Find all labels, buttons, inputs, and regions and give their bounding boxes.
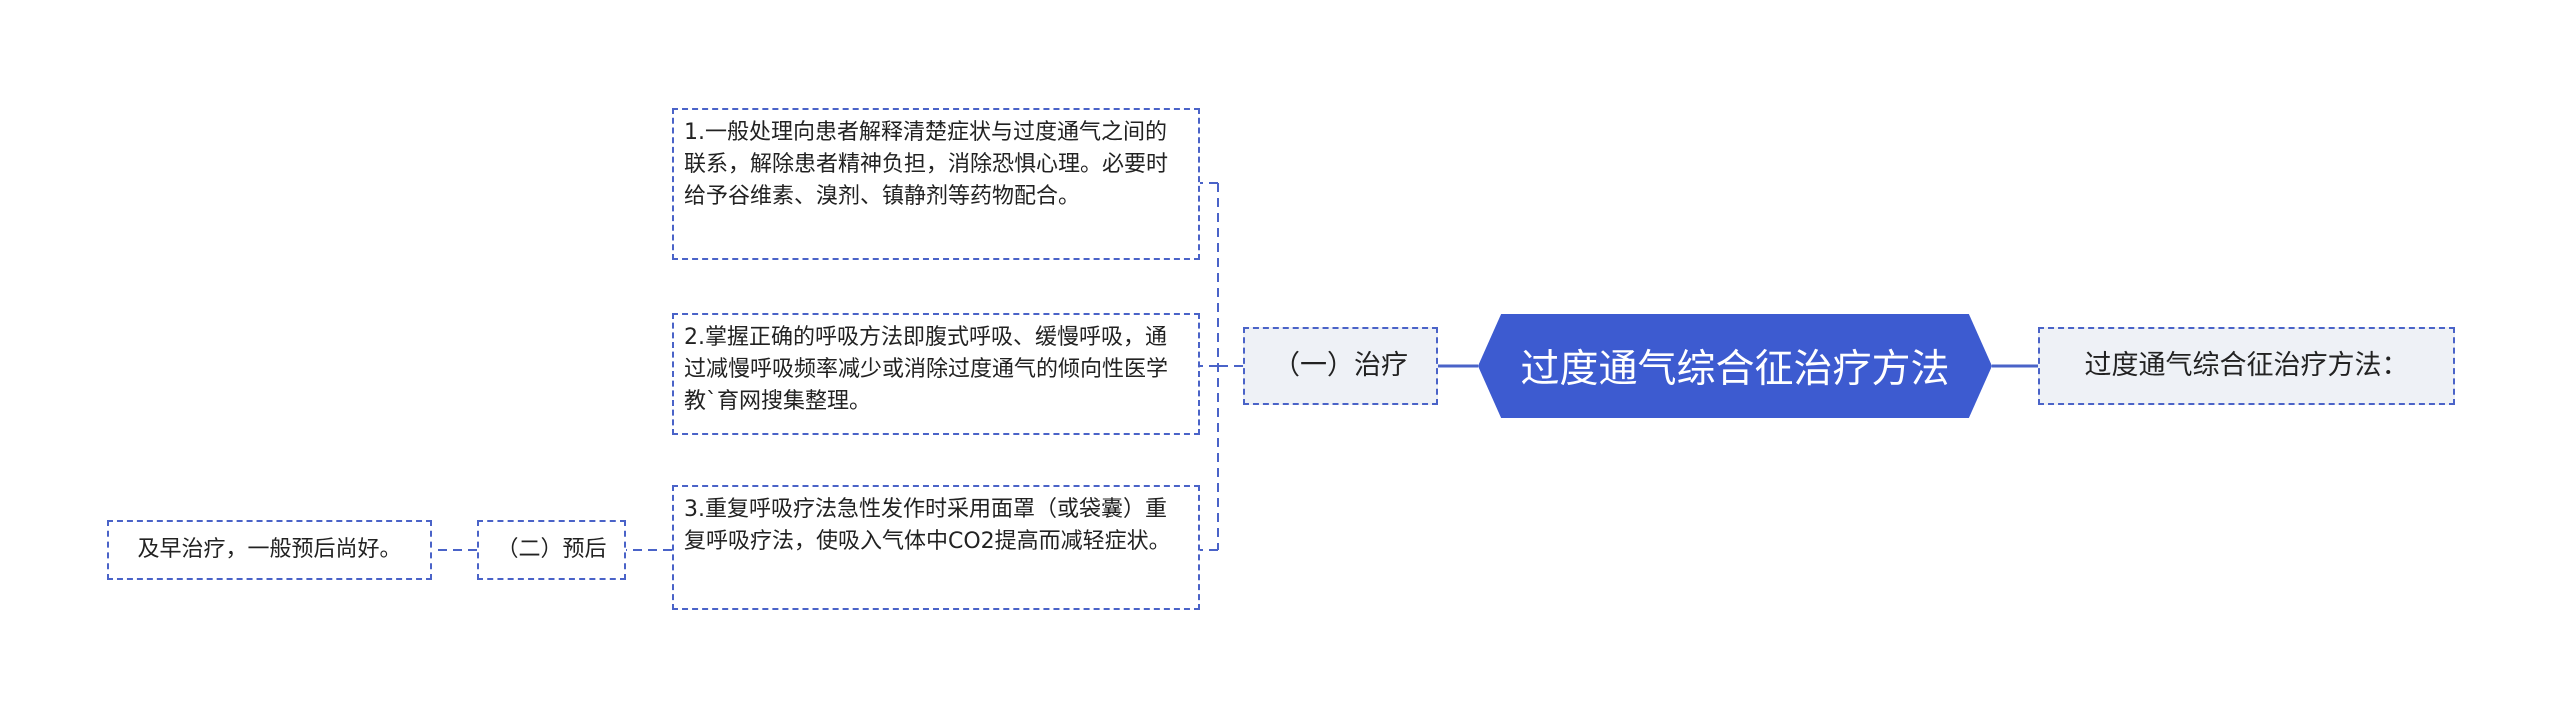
branch-prognosis[interactable]: （二）预后 bbox=[477, 520, 626, 580]
prognosis-item-text: 及早治疗，一般预后尚好。 bbox=[137, 537, 402, 563]
prognosis-item[interactable]: 及早治疗，一般预后尚好。 bbox=[107, 520, 432, 580]
branch-treatment[interactable]: （一）治疗 bbox=[1243, 327, 1438, 405]
treatment-item-general[interactable]: 1.一般处理向患者解释清楚症状与过度通气之间的联系，解除患者精神负担，消除恐惧心… bbox=[672, 108, 1200, 260]
branch-treatment-label: （一）治疗 bbox=[1273, 350, 1408, 382]
treatment-item-rebreathing[interactable]: 3.重复呼吸疗法急性发作时采用面罩（或袋囊）重复呼吸疗法，使吸入气体中CO2提高… bbox=[672, 485, 1200, 610]
summary-node[interactable]: 过度通气综合征治疗方法： bbox=[2038, 327, 2455, 405]
summary-node-label: 过度通气综合征治疗方法： bbox=[2084, 350, 2409, 382]
treatment-item-breathing[interactable]: 2.掌握正确的呼吸方法即腹式呼吸、缓慢呼吸，通过减慢呼吸频率减少或消除过度通气的… bbox=[672, 313, 1200, 435]
branch-prognosis-label: （二）预后 bbox=[496, 537, 607, 563]
treatment-item-breathing-text: 2.掌握正确的呼吸方法即腹式呼吸、缓慢呼吸，通过减慢呼吸频率减少或消除过度通气的… bbox=[684, 325, 1169, 414]
root-node[interactable]: 过度通气综合征治疗方法 bbox=[1478, 314, 1992, 418]
treatment-item-general-text: 1.一般处理向患者解释清楚症状与过度通气之间的联系，解除患者精神负担，消除恐惧心… bbox=[684, 120, 1169, 209]
connector-treatment-children bbox=[1200, 182, 1243, 551]
root-node-label: 过度通气综合征治疗方法 bbox=[1520, 347, 1950, 392]
treatment-item-rebreathing-text: 3.重复呼吸疗法急性发作时采用面罩（或袋囊）重复呼吸疗法，使吸入气体中CO2提高… bbox=[684, 497, 1171, 554]
